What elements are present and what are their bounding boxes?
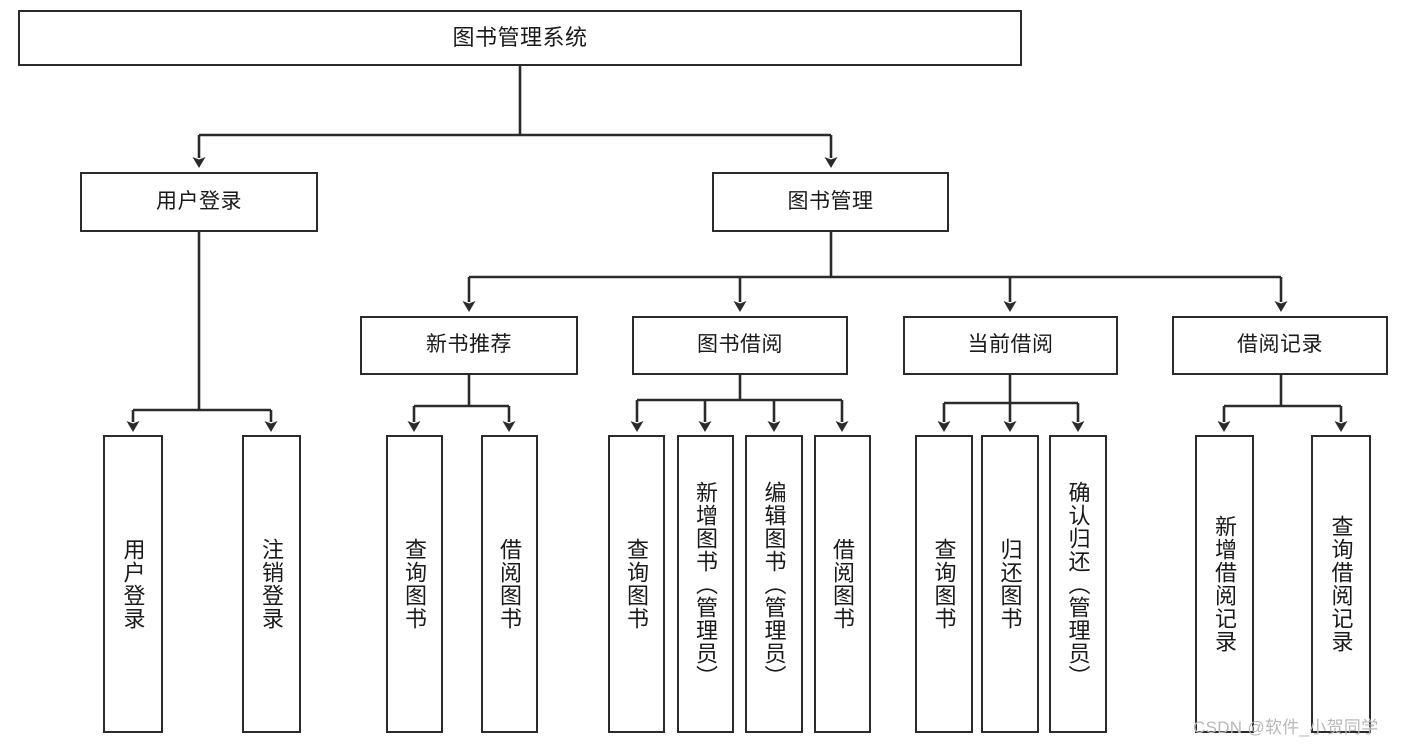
leaf-user-login-logout[interactable]: 注销登录: [242, 435, 301, 733]
leaf-current-return-book[interactable]: 归还图书: [981, 435, 1039, 733]
node-label: 借阅记录: [1237, 333, 1323, 357]
node-label: 用户登录: [120, 538, 146, 630]
node-root-system[interactable]: 图书管理系统: [18, 10, 1022, 66]
leaf-record-add-record[interactable]: 新增借阅记录: [1195, 435, 1254, 733]
node-label: 查询图书: [402, 538, 428, 630]
node-label: 用户登录: [156, 189, 242, 213]
leaf-borrow-add-book-admin[interactable]: 新增图书（管理员）: [677, 435, 734, 733]
node-label: 图书管理: [787, 189, 874, 213]
leaf-borrow-query-book[interactable]: 查询图书: [608, 435, 665, 733]
node-label: 查询图书: [931, 538, 957, 630]
node-label: 新增借阅记录: [1212, 515, 1238, 653]
node-label: 归还图书: [997, 538, 1023, 630]
node-borrow-record[interactable]: 借阅记录: [1172, 316, 1388, 375]
leaf-borrow-edit-book-admin[interactable]: 编辑图书（管理员）: [745, 435, 803, 733]
node-new-book-recommend[interactable]: 新书推荐: [360, 316, 578, 375]
node-label: 新书推荐: [426, 333, 512, 357]
node-book-management[interactable]: 图书管理: [712, 172, 949, 232]
leaf-user-login-login[interactable]: 用户登录: [103, 435, 163, 733]
leaf-record-query-record[interactable]: 查询借阅记录: [1311, 435, 1371, 733]
node-label: 当前借阅: [967, 333, 1054, 357]
node-label: 编辑图书（管理员）: [761, 480, 787, 688]
node-label: 查询借阅记录: [1328, 515, 1354, 653]
node-user-login[interactable]: 用户登录: [80, 172, 318, 232]
leaf-recommend-query-book[interactable]: 查询图书: [386, 435, 443, 733]
node-book-borrow[interactable]: 图书借阅: [632, 316, 848, 375]
leaf-recommend-borrow-book[interactable]: 借阅图书: [481, 435, 538, 733]
node-label: 确认归还（管理员）: [1065, 480, 1091, 688]
node-label: 图书管理系统: [452, 25, 588, 51]
node-current-borrow[interactable]: 当前借阅: [903, 316, 1118, 375]
node-label: 借阅图书: [497, 538, 523, 630]
node-label: 借阅图书: [830, 538, 856, 630]
node-label: 注销登录: [259, 538, 285, 630]
node-label: 新增图书（管理员）: [693, 480, 719, 688]
node-label: 查询图书: [624, 538, 650, 630]
leaf-current-query-book[interactable]: 查询图书: [915, 435, 973, 733]
csdn-watermark: CSDN @软件_小贺同学: [1193, 718, 1379, 737]
leaf-current-confirm-return-admin[interactable]: 确认归还（管理员）: [1049, 435, 1107, 733]
node-label: 图书借阅: [697, 333, 783, 357]
leaf-borrow-borrow-book[interactable]: 借阅图书: [814, 435, 871, 733]
